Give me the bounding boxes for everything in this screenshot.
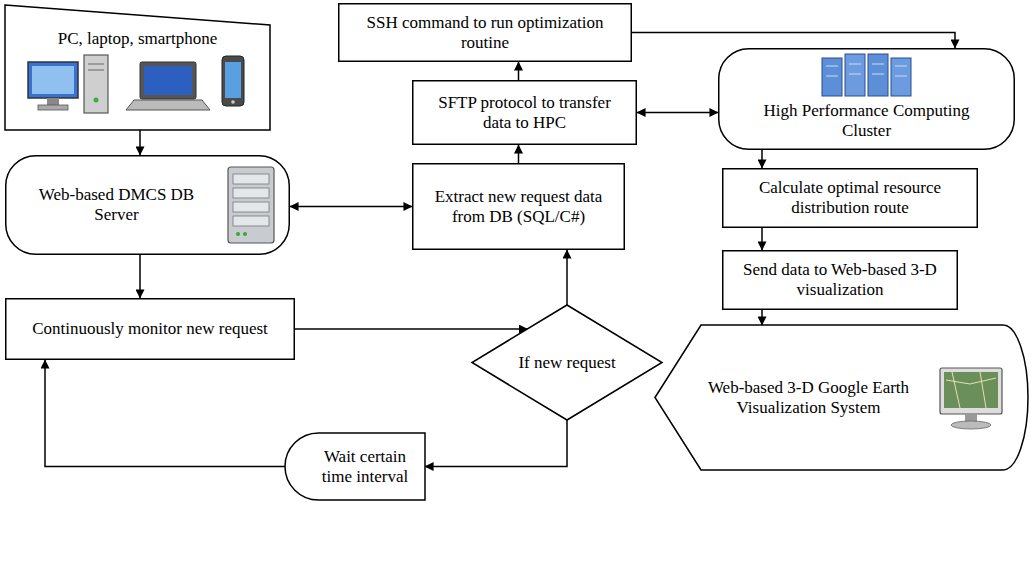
text-block: Web-based DMCS DB Server <box>23 185 210 224</box>
node-label: If new request <box>518 353 615 373</box>
flow-arrow <box>637 112 718 114</box>
smartphone-icon <box>222 56 244 106</box>
process-box: SFTP protocol to transfer data to HPC <box>412 80 637 145</box>
process-box: Send data to Web-based 3-D visualization <box>722 250 958 310</box>
server-icon <box>228 167 274 243</box>
monitor-icon <box>940 368 1002 429</box>
flow-arrow <box>425 420 567 467</box>
outline-path <box>6 299 295 360</box>
outline-path <box>413 164 625 250</box>
flow-arrow <box>45 360 285 467</box>
flow-arrow <box>295 328 527 330</box>
node-label: SFTP protocol to transfer data to HPC <box>422 93 627 132</box>
text-block: SSH command to run optimization routine <box>348 13 622 52</box>
outline-path <box>719 49 1015 150</box>
outline-path <box>339 4 632 62</box>
node-label: Calculate optimal resource distribution … <box>732 178 968 217</box>
text-area: Continuously monitor new request <box>15 304 285 354</box>
process-box: Calculate optimal resource distribution … <box>722 168 978 228</box>
text-area: SFTP protocol to transfer data to HPC <box>422 86 627 139</box>
flow-arrow <box>761 310 763 325</box>
node-label: Send data to Web-based 3-D visualization <box>732 260 948 299</box>
outline-path <box>723 169 978 228</box>
decision-diamond: If new request <box>472 305 662 420</box>
node-label: High Performance Computing Cluster <box>740 101 993 140</box>
database-server: Web-based DMCS DB Server <box>5 155 290 255</box>
text-area: Web-based DMCS DB Server <box>23 165 210 245</box>
text-block: Wait certain time interval <box>313 447 417 486</box>
text-area: Calculate optimal resource distribution … <box>732 174 968 222</box>
text-area: PC, laptop, smartphone <box>17 25 258 52</box>
text-area: Web-based 3-D Google Earth Visualization… <box>701 335 916 460</box>
computing-cluster: High Performance Computing Cluster <box>718 48 1015 150</box>
outline-path <box>723 251 958 310</box>
outline-path <box>285 433 425 500</box>
text-block: High Performance Computing Cluster <box>740 101 993 140</box>
node-outline <box>5 5 270 130</box>
flow-arrow <box>139 255 141 298</box>
flow-arrow <box>518 145 520 163</box>
delay-box: Wait certain time interval <box>285 433 425 500</box>
text-area: Extract new request data from DB (SQL/C#… <box>422 169 615 244</box>
node-label: Extract new request data from DB (SQL/C#… <box>422 187 615 226</box>
flow-arrow <box>566 250 568 305</box>
text-block: Web-based 3-D Google Earth Visualization… <box>701 378 916 417</box>
outline-path <box>472 305 662 420</box>
text-area: Wait certain time interval <box>313 439 417 494</box>
input-devices: PC, laptop, smartphone <box>5 5 270 130</box>
text-area: SSH command to run optimization routine <box>348 9 622 56</box>
node-label: Web-based DMCS DB Server <box>23 185 210 224</box>
node-outline <box>5 155 290 255</box>
text-area: Send data to Web-based 3-D visualization <box>732 256 948 304</box>
text-block: SFTP protocol to transfer data to HPC <box>422 93 627 132</box>
flow-arrow <box>761 228 763 250</box>
outline-path <box>655 325 1028 470</box>
flow-arrow <box>290 206 412 208</box>
outline-path <box>413 81 637 145</box>
process-box: Continuously monitor new request <box>5 298 295 360</box>
cluster-icon <box>822 54 911 96</box>
process-box: Extract new request data from DB (SQL/C#… <box>412 163 625 250</box>
process-box: SSH command to run optimization routine <box>338 3 632 62</box>
laptop-icon <box>126 62 210 110</box>
node-label: Continuously monitor new request <box>32 319 268 339</box>
text-block: Continuously monitor new request <box>32 319 268 339</box>
text-block: Extract new request data from DB (SQL/C#… <box>422 187 615 226</box>
flow-arrow <box>632 33 955 49</box>
text-block: If new request <box>518 353 615 373</box>
outline-path <box>5 5 270 130</box>
node-label: Web-based 3-D Google Earth Visualization… <box>701 378 916 417</box>
outline-path <box>6 156 290 255</box>
flow-arrow <box>761 150 763 168</box>
text-block: Calculate optimal resource distribution … <box>732 178 968 217</box>
flow-arrow <box>518 62 520 80</box>
flow-arrow <box>139 130 141 155</box>
text-area: High Performance Computing Cluster <box>740 98 993 144</box>
desktop-icon <box>28 55 108 113</box>
node-label: PC, laptop, smartphone <box>58 29 218 49</box>
text-area: If new request <box>517 331 617 394</box>
text-block: PC, laptop, smartphone <box>58 29 218 49</box>
text-block: Send data to Web-based 3-D visualization <box>732 260 948 299</box>
display-output: Web-based 3-D Google Earth Visualization… <box>655 325 1028 470</box>
node-label: Wait certain time interval <box>313 447 417 486</box>
node-label: SSH command to run optimization routine <box>348 13 622 52</box>
